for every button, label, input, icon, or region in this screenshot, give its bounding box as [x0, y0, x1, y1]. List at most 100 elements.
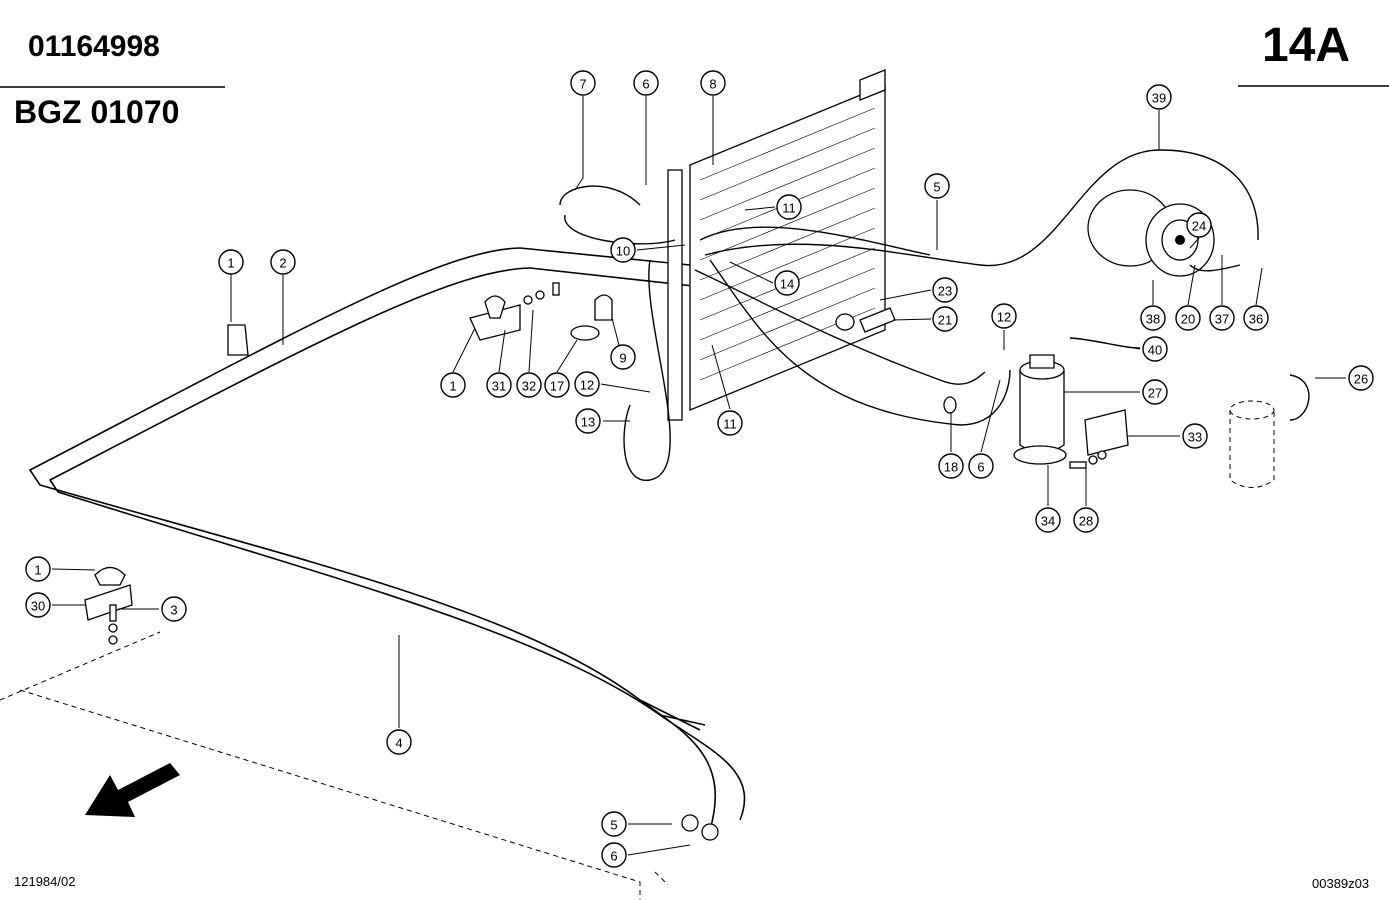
callout-number: 18 [944, 460, 958, 475]
callout-7: 7 [570, 70, 596, 96]
callout-20: 20 [1175, 305, 1201, 331]
callout-circle [270, 249, 296, 275]
callout-8: 8 [700, 70, 726, 96]
clamp-1-upper [227, 324, 249, 356]
callout-circle [932, 306, 958, 332]
callout-14: 14 [774, 270, 800, 296]
callout-number: 21 [938, 313, 952, 328]
callout-number: 10 [616, 244, 630, 259]
callout-number: 34 [1041, 514, 1055, 529]
callout-34: 34 [1035, 507, 1061, 533]
callout-number: 39 [1152, 91, 1166, 106]
callout-11: 11 [776, 194, 802, 220]
callout-number: 23 [938, 284, 952, 299]
part-number: 01164998 [28, 30, 160, 63]
bracket-30 [84, 566, 133, 621]
drawing-reference-right: 00389z03 [1312, 876, 1370, 891]
section-number: 14A [1262, 19, 1351, 72]
callout-circle [544, 372, 570, 398]
callout-number: 24 [1192, 219, 1206, 234]
callout-38: 38 [1140, 305, 1166, 331]
callout-number: 33 [1188, 430, 1202, 445]
bracket-21 [835, 307, 896, 333]
callout-27: 27 [1142, 379, 1168, 405]
callout-number: 28 [1079, 514, 1093, 529]
callout-circle [968, 453, 994, 479]
callout-number: 40 [1148, 343, 1162, 358]
callout-number: 12 [580, 378, 594, 393]
callout-10: 10 [610, 237, 636, 263]
callout-1: 1 [440, 372, 466, 398]
callout-number: 36 [1249, 312, 1263, 327]
callout-11: 11 [717, 410, 743, 436]
fasteners [108, 282, 1107, 841]
callout-5: 5 [601, 811, 627, 837]
callout-circle [386, 729, 412, 755]
callout-circle [633, 70, 659, 96]
callout-5: 5 [924, 173, 950, 199]
callout-circle [1186, 212, 1212, 238]
callout-number: 13 [581, 415, 595, 430]
callout-number: 6 [977, 460, 984, 475]
callout-number: 32 [522, 379, 536, 394]
callout-12: 12 [991, 303, 1017, 329]
callout-circle [1175, 305, 1201, 331]
clamp-17 [570, 325, 600, 341]
clamp-9 [594, 294, 613, 321]
direction-arrow [85, 763, 180, 817]
callout-circle [25, 556, 51, 582]
callout-32: 32 [516, 372, 542, 398]
callout-circle [440, 372, 466, 398]
callout-number: 27 [1148, 386, 1162, 401]
callout-number: 14 [780, 277, 794, 292]
callout-39: 39 [1146, 84, 1172, 110]
callout-number: 1 [227, 256, 234, 271]
callout-circle [924, 173, 950, 199]
callout-circle [1209, 305, 1235, 331]
callout-circle [1182, 423, 1208, 449]
callout-number: 30 [31, 599, 45, 614]
callout-circle [932, 277, 958, 303]
callout-6: 6 [633, 70, 659, 96]
callout-circle [1146, 84, 1172, 110]
callout-number: 38 [1146, 312, 1160, 327]
callout-circle [486, 372, 512, 398]
callout-number: 31 [492, 379, 506, 394]
callout-4: 4 [386, 729, 412, 755]
callout-number: 26 [1354, 372, 1368, 387]
callout-circle [218, 249, 244, 275]
callout-33: 33 [1182, 423, 1208, 449]
callout-number: 1 [34, 563, 41, 578]
callout-28: 28 [1073, 507, 1099, 533]
drawing-reference-left: 121984/02 [14, 874, 76, 889]
callout-6: 6 [601, 842, 627, 868]
callout-12: 12 [574, 371, 600, 397]
callout-circle [700, 70, 726, 96]
callout-circle [1243, 305, 1269, 331]
receiver-drier-27 [1013, 354, 1067, 465]
callout-circle [1073, 507, 1099, 533]
callout-circle [1140, 305, 1166, 331]
callout-23: 23 [932, 277, 958, 303]
callout-number: 11 [782, 201, 796, 216]
frame-outline [0, 631, 669, 900]
callout-number: 3 [170, 603, 177, 618]
callout-13: 13 [575, 408, 601, 434]
callout-circle [1142, 336, 1168, 362]
callout-9: 9 [610, 344, 636, 370]
callout-number: 20 [1181, 312, 1195, 327]
callout-37: 37 [1209, 305, 1235, 331]
callout-circle [1348, 365, 1374, 391]
callout-36: 36 [1243, 305, 1269, 331]
callout-circle [610, 344, 636, 370]
callout-number: 12 [997, 310, 1011, 325]
bracket-33 [1084, 409, 1129, 456]
callout-circle [1035, 507, 1061, 533]
main-pipe-2 [28, 247, 746, 831]
hoses [559, 149, 1310, 481]
callout-6: 6 [968, 453, 994, 479]
callout-circle [601, 811, 627, 837]
callout-3: 3 [161, 596, 187, 622]
